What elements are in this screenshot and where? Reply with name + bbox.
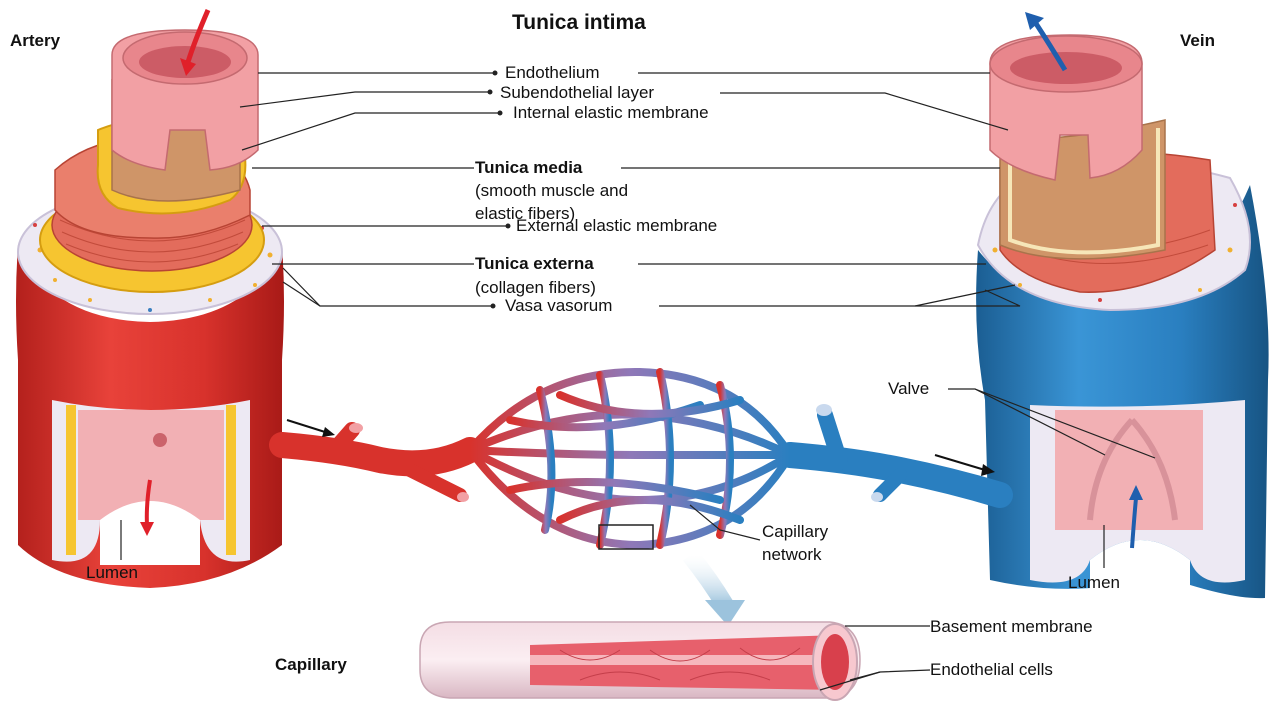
external-elastic-membrane-label: External elastic membrane (516, 217, 717, 234)
artery-illustration (16, 10, 284, 588)
capillary-network-label-line1: Capillary (762, 523, 828, 540)
capillary-mesh (470, 372, 790, 545)
subendothelial-layer-label: Subendothelial layer (500, 84, 654, 101)
endothelial-cells-label: Endothelial cells (930, 661, 1053, 678)
capillary-label: Capillary (275, 656, 347, 673)
tunica-externa-label: Tunica externa (475, 255, 594, 272)
capillary-network-label-line2: network (762, 546, 822, 563)
zoom-arrow (690, 555, 725, 605)
capillary-cross-section (420, 622, 860, 700)
diagram-title: Tunica intima (512, 12, 646, 33)
tunica-media-label: Tunica media (475, 159, 582, 176)
endothelium-label: Endothelium (505, 64, 600, 81)
tunica-externa-subtitle: (collagen fibers) (475, 279, 596, 296)
arteriole (282, 445, 470, 463)
artery-label: Artery (10, 32, 60, 49)
vein-lumen-label: Lumen (1068, 574, 1120, 591)
capillary-network (282, 372, 1000, 626)
basement-membrane-label: Basement membrane (930, 618, 1093, 635)
vein-illustration (976, 12, 1269, 598)
vein-label: Vein (1180, 32, 1215, 49)
valve-label: Valve (888, 380, 929, 397)
vasa-vasorum-label: Vasa vasorum (505, 297, 612, 314)
internal-elastic-membrane-label: Internal elastic membrane (513, 104, 709, 121)
artery-lumen-label: Lumen (86, 564, 138, 581)
flow-arrow-artery-to-arteriole (287, 420, 325, 432)
tunica-media-subtitle-1: (smooth muscle and (475, 182, 628, 199)
